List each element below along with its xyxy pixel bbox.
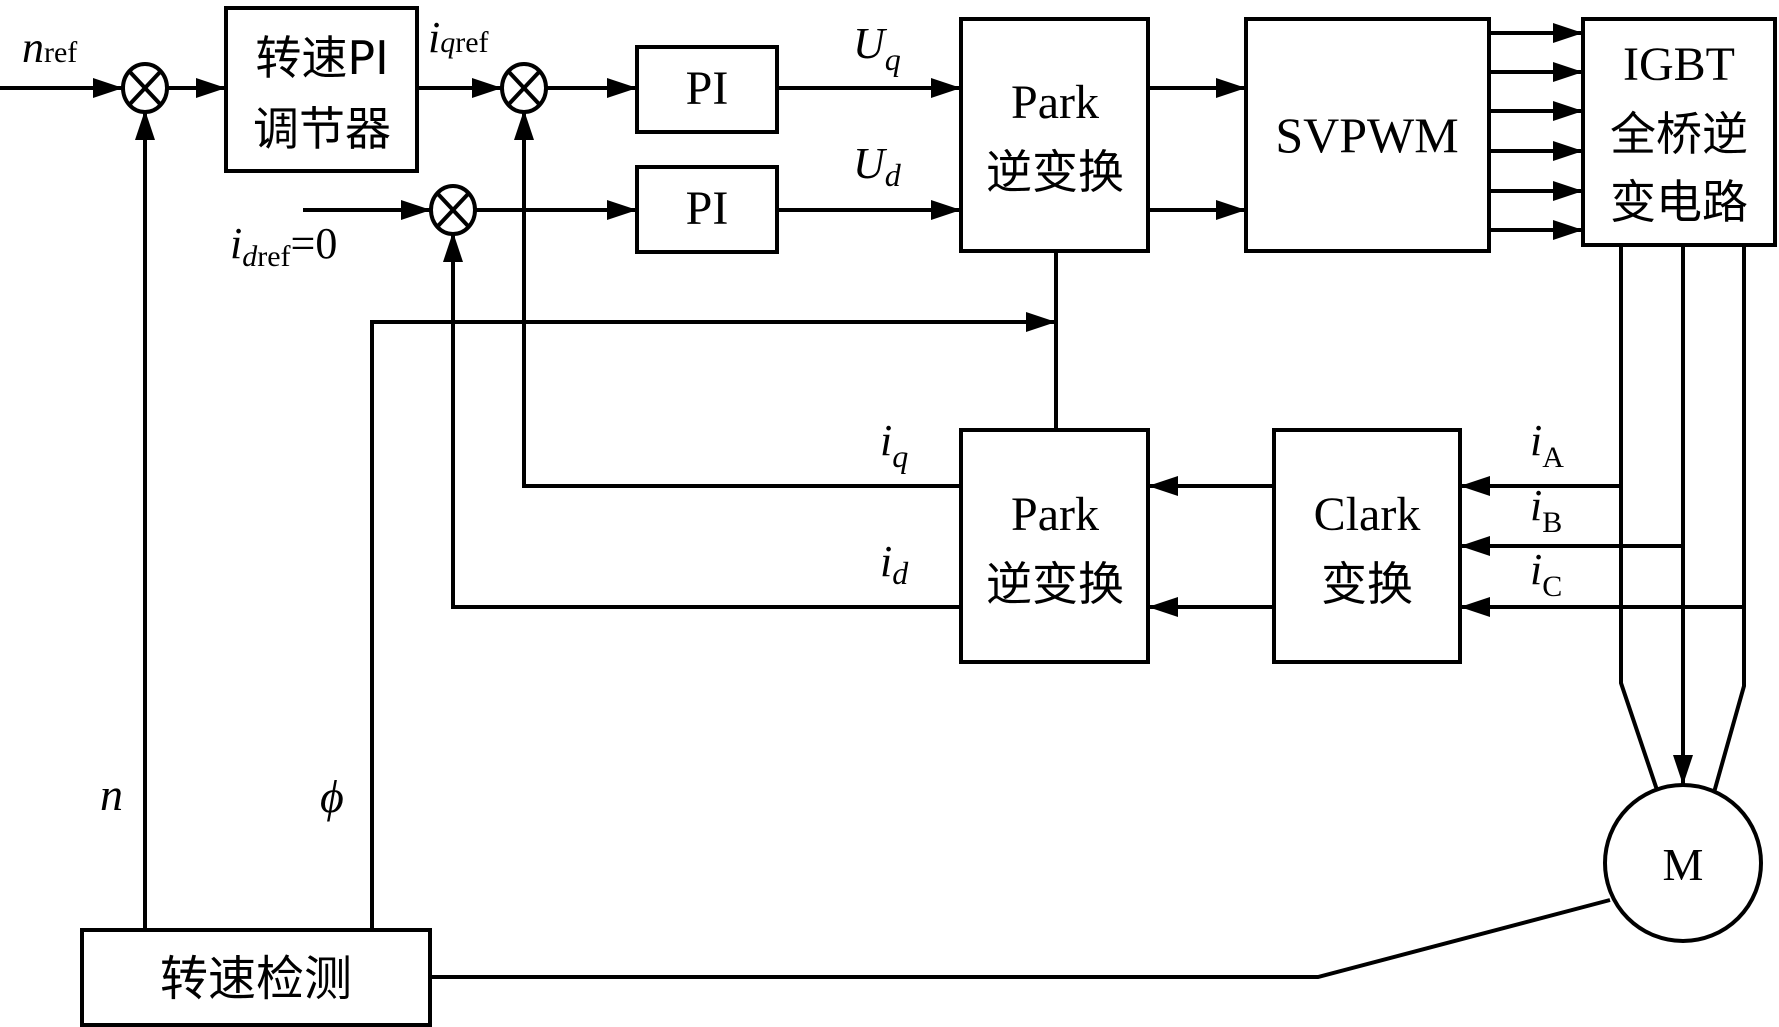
label-id: id [880,537,909,591]
clark-label-2: 变换 [1321,557,1413,611]
speed-pi-block: 转速PI 调节器 [224,6,419,173]
pi-q-label: PI [686,62,729,115]
label-Ud: Ud [853,139,902,193]
sum-junction-speed [121,62,169,114]
label-iA: iA [1530,416,1564,474]
speed-pi-label-1: 转速PI [255,31,388,85]
igbt-label-1: IGBT [1623,38,1735,91]
pi-d-label: PI [686,182,729,235]
phi-line [370,312,1056,930]
igbt-label-2: 全桥逆 [1610,107,1748,161]
label-idref: idref=0 [230,219,337,273]
label-iC: iC [1530,545,1562,603]
label-iB: iB [1530,481,1562,539]
label-Uq: Uq [853,19,901,77]
speed-pi-label-2: 调节器 [253,102,391,156]
inverse-park-block: Park 逆变换 [959,17,1150,253]
sum-junction-id [429,184,477,236]
phase-c-wire [1711,245,1746,797]
motor: M [1603,783,1763,943]
label-iqref: iqref [428,13,489,62]
label-iq: iq [880,416,908,474]
phase-a-wire [1619,245,1659,791]
speed-detect-block: 转速检测 [80,928,432,1027]
label-phi: ϕ [320,771,344,822]
connections [0,23,1746,979]
label-nref: nref [22,23,77,72]
motor-label: M [1663,839,1704,890]
clark-block: Clark 变换 [1272,428,1462,664]
igbt-inverter-block: IGBT 全桥逆 变电路 [1581,17,1777,247]
id-feedback-line [443,232,961,609]
speed-detect-label: 转速检测 [160,951,352,1007]
sum-junction-iq [500,62,548,114]
svpwm-block: SVPWM [1244,17,1491,253]
igbt-label-3: 变电路 [1610,175,1748,229]
iq-feedback-line [514,110,961,488]
park-block: Park 逆变换 [959,428,1150,664]
clark-label-1: Clark [1314,488,1421,541]
pi-q-block: PI [635,45,779,134]
park-label-2: 逆变换 [986,557,1124,611]
encoder-line [430,898,1611,979]
pi-d-block: PI [635,165,779,254]
label-n: n [100,769,123,820]
park-label-1: Park [1011,488,1099,541]
inv-park-label-1: Park [1011,76,1099,129]
svpwm-label: SVPWM [1275,107,1458,163]
inv-park-label-2: 逆变换 [986,145,1124,199]
